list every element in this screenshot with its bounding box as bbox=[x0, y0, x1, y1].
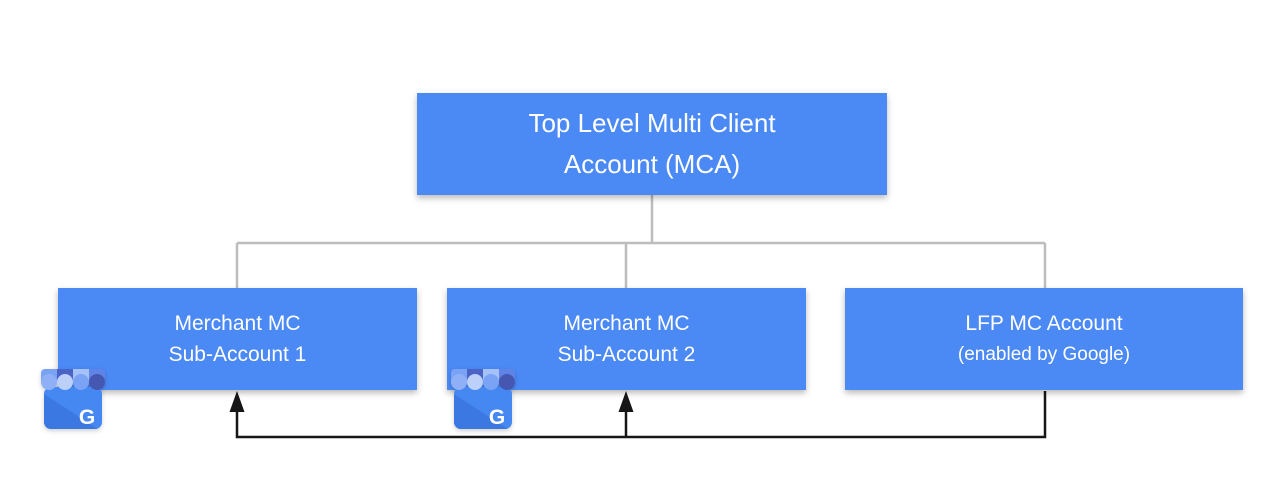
storefront-body bbox=[44, 387, 102, 429]
google-g-letter: G bbox=[79, 406, 95, 429]
node-lfp-mc-account: LFP MC Account (enabled by Google) bbox=[845, 288, 1243, 390]
node-merchant-sub-account-1: Merchant MC Sub-Account 1 bbox=[58, 288, 417, 390]
google-g-letter: G bbox=[489, 406, 505, 429]
storefront-awning bbox=[451, 369, 515, 390]
node-merchant-sub-account-1-line1: Merchant MC bbox=[174, 312, 301, 335]
node-merchant-sub-account-1-line2: Sub-Account 1 bbox=[168, 343, 307, 366]
node-top-level-mca-line2: Account (MCA) bbox=[563, 149, 741, 179]
up-arrowhead-icon bbox=[229, 391, 245, 412]
up-arrowhead-icon bbox=[618, 391, 634, 412]
storefront-body bbox=[454, 387, 512, 429]
node-top-level-mca-line1: Top Level Multi Client bbox=[528, 108, 776, 138]
storefront-awning bbox=[41, 369, 105, 390]
node-merchant-sub-account-2-line1: Merchant MC bbox=[563, 312, 690, 335]
google-business-storefront-icon: G bbox=[451, 369, 515, 429]
google-business-storefront-icon: G bbox=[41, 369, 105, 429]
node-lfp-mc-account-line1: LFP MC Account bbox=[965, 312, 1123, 335]
node-merchant-sub-account-2-line2: Sub-Account 2 bbox=[557, 343, 696, 366]
node-lfp-mc-account-line2: (enabled by Google) bbox=[957, 344, 1131, 365]
node-top-level-mca: Top Level Multi Client Account (MCA) bbox=[417, 93, 887, 195]
lfp-feed-line bbox=[235, 391, 1047, 439]
